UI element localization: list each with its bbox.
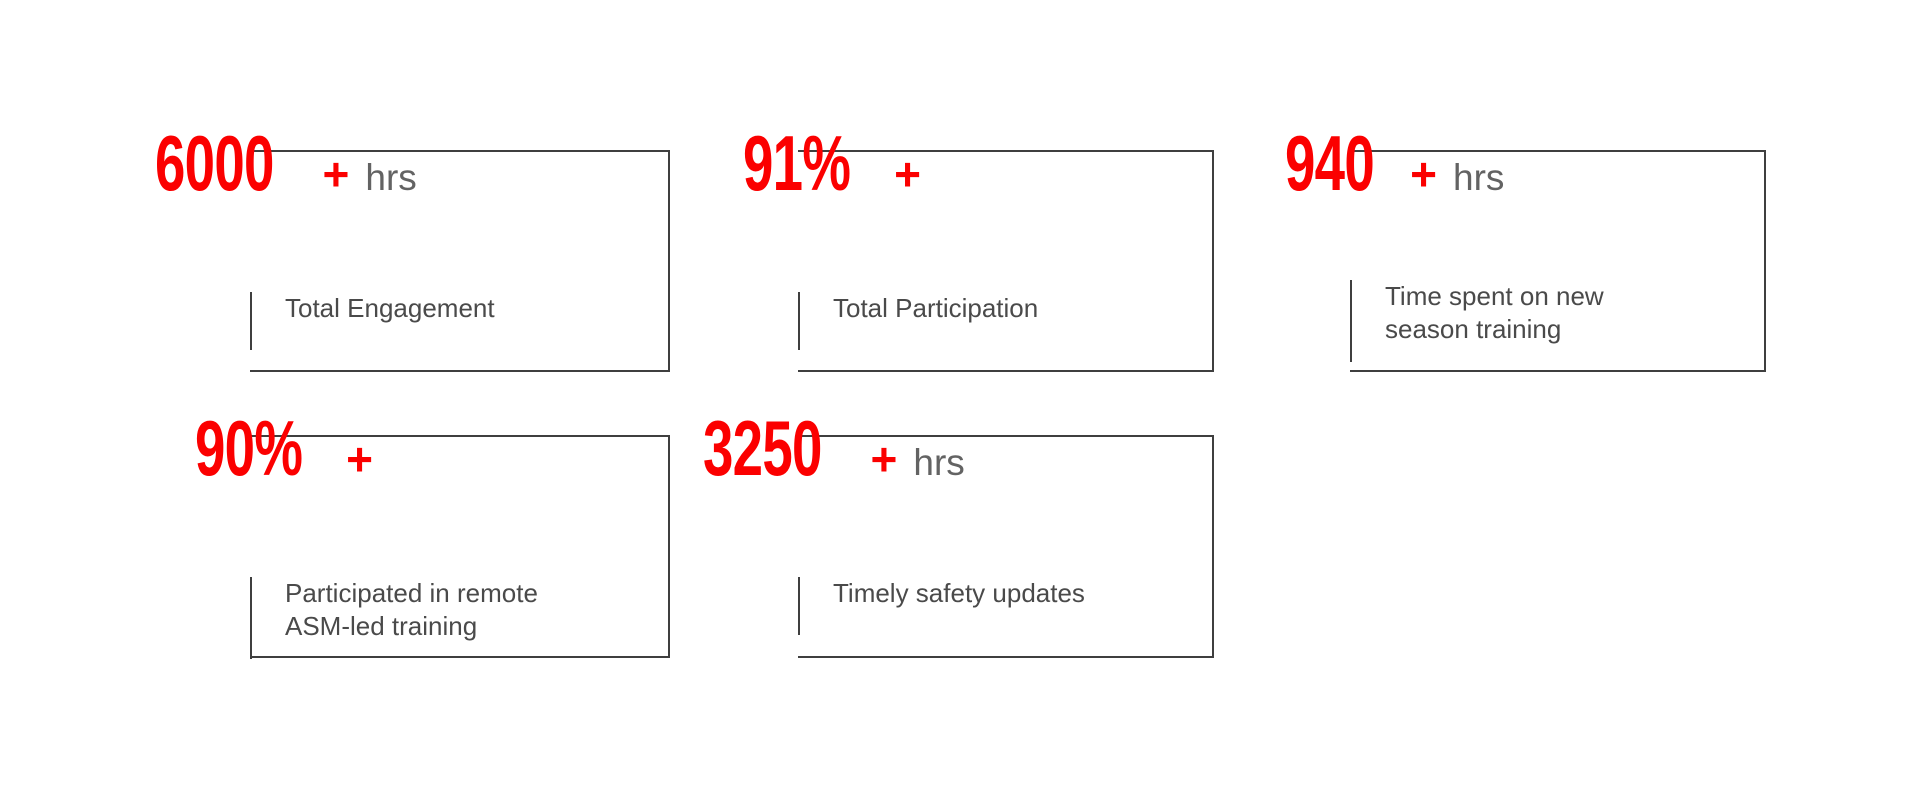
stat-figure: 940 + hrs [1285, 124, 1504, 202]
stat-plus-sign: + [346, 433, 373, 485]
stat-description-row: Time spent on new season training [1350, 280, 1604, 362]
stat-card-timely-safety-updates: 3250 + hrs Timely safety updates [703, 409, 1214, 658]
stat-value: 3250 [703, 404, 822, 492]
stat-figure: 90% + [195, 409, 373, 487]
stat-description: Total Participation [833, 293, 1039, 323]
stat-description-row: Participated in remote ASM-led training [250, 577, 538, 659]
stat-accent-rule [250, 292, 252, 350]
stat-description-row: Timely safety updates [798, 577, 1085, 635]
stat-card-total-participation: 91% + Total Participation [743, 124, 1214, 372]
stat-card-remote-asm-training: 90% + Participated in remote ASM-led tra… [195, 409, 670, 659]
stat-value: 91% [743, 119, 851, 207]
stat-plus-sign: + [870, 433, 898, 485]
stat-accent-rule [1350, 280, 1352, 362]
stat-accent-rule [250, 577, 252, 659]
stat-description: Timely safety updates [833, 578, 1085, 608]
stat-figure: 6000 + hrs [155, 124, 417, 202]
stat-plus-sign: + [1410, 148, 1438, 200]
stat-description: Time spent on new season training [1385, 281, 1604, 345]
stat-unit: hrs [1453, 157, 1505, 198]
stat-plus-sign: + [322, 148, 350, 200]
stat-plus-sign: + [894, 148, 921, 200]
stat-value: 90% [195, 404, 303, 492]
stat-description-row: Total Participation [798, 292, 1038, 350]
stat-card-total-engagement: 6000 + hrs Total Engagement [155, 124, 670, 372]
stat-description: Total Engagement [285, 293, 495, 323]
stat-figure: 3250 + hrs [703, 409, 965, 487]
stat-value: 940 [1285, 119, 1375, 207]
stat-accent-rule [798, 577, 800, 635]
stat-description: Participated in remote ASM-led training [285, 578, 538, 642]
stat-description-row: Total Engagement [250, 292, 495, 350]
stat-unit: hrs [365, 157, 417, 198]
stat-value: 6000 [155, 119, 274, 207]
stat-unit: hrs [913, 442, 965, 483]
stat-accent-rule [798, 292, 800, 350]
stat-figure: 91% + [743, 124, 921, 202]
stat-card-new-season-training: 940 + hrs Time spent on new season train… [1285, 124, 1766, 372]
